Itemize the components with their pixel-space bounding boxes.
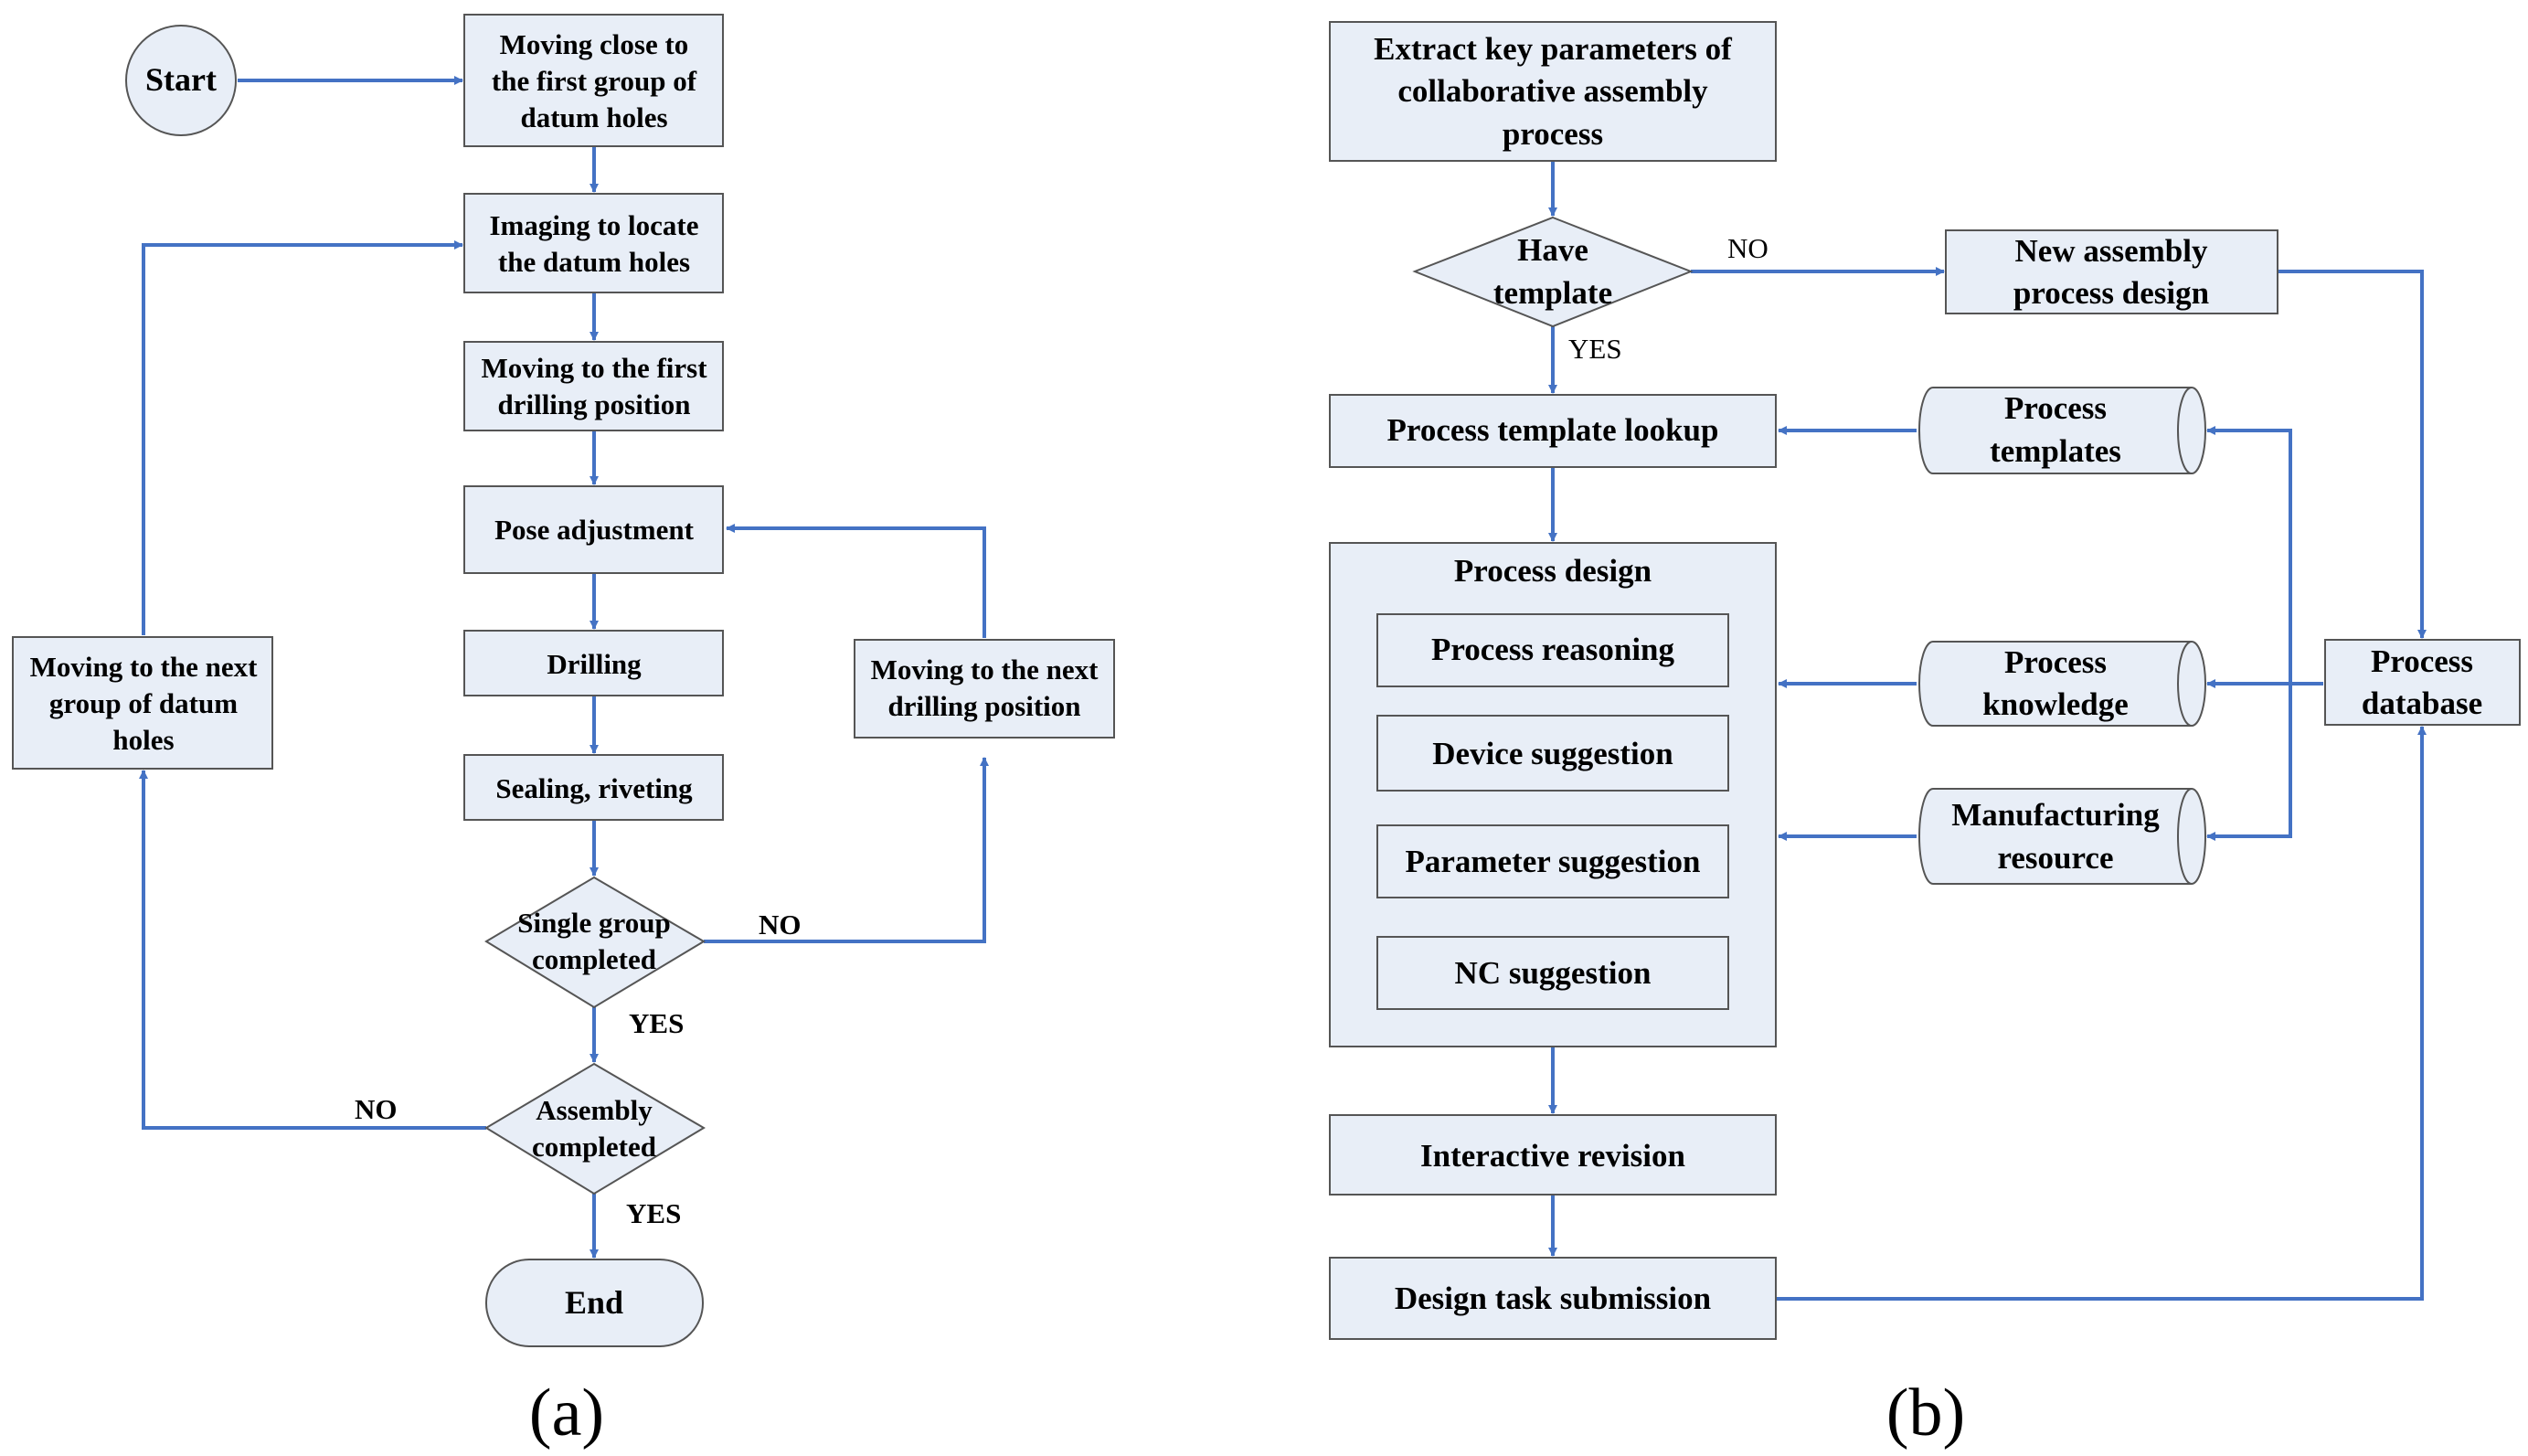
extract-label-1: Extract key parameters of xyxy=(1374,31,1732,67)
imaging-node xyxy=(463,193,724,293)
diagram-a-texts: Start Moving close to the first group of… xyxy=(30,28,1099,1321)
move-first-group-label-3: datum holes xyxy=(520,101,667,133)
end-label: End xyxy=(565,1284,623,1321)
knowledge-storage xyxy=(1918,641,2206,727)
submission-label: Design task submission xyxy=(1395,1281,1711,1316)
device-label: Device suggestion xyxy=(1432,736,1673,771)
move-first-drill-label-2: drilling position xyxy=(497,388,690,420)
caption-a: (a) xyxy=(529,1376,604,1451)
edge-next-group-to-imaging xyxy=(142,240,463,635)
edge-database-to-resource xyxy=(2206,684,2292,841)
have-template-label-2: template xyxy=(1493,275,1612,311)
single-no-label: NO xyxy=(759,909,802,941)
database-label-1: Process xyxy=(2371,643,2473,679)
extract-label-2: collaborative assembly xyxy=(1397,73,1708,109)
single-group-label-1: Single group xyxy=(517,907,670,939)
start-node xyxy=(125,25,237,136)
have-template-yes-label: YES xyxy=(1568,333,1622,365)
parameter-node xyxy=(1376,824,1729,898)
diagram-a: Start Moving close to the first group of… xyxy=(12,14,1115,1451)
move-first-drill-node xyxy=(463,341,724,431)
nc-node xyxy=(1376,936,1729,1010)
revision-node xyxy=(1329,1114,1777,1196)
start-label: Start xyxy=(145,61,217,98)
imaging-label-1: Imaging to locate xyxy=(489,209,698,241)
diagram-b-edge-labels: NO YES xyxy=(1568,232,1769,365)
next-drill-label-1: Moving to the next xyxy=(871,654,1099,685)
process-design-title: Process design xyxy=(1454,553,1652,589)
revision-label: Interactive revision xyxy=(1420,1138,1685,1174)
resource-storage xyxy=(1918,788,2206,885)
next-group-node xyxy=(12,636,273,770)
database-label-2: database xyxy=(2362,685,2482,721)
lookup-node xyxy=(1329,394,1777,468)
next-group-label-1: Moving to the next xyxy=(30,651,259,683)
move-first-drill-label-1: Moving to the first xyxy=(481,352,707,384)
sealing-node xyxy=(463,754,724,821)
move-first-group-label-1: Moving close to xyxy=(500,28,689,60)
assembly-label-1: Assembly xyxy=(536,1094,653,1126)
resource-label-2: resource xyxy=(1998,840,2114,876)
diagram-a-edges xyxy=(139,76,989,1259)
edge-submission-to-database xyxy=(1777,726,2427,1301)
new-design-node xyxy=(1945,229,2278,314)
extract-label-3: process xyxy=(1503,116,1603,152)
drilling-node xyxy=(463,630,724,696)
move-first-group-label-2: the first group of xyxy=(492,65,697,97)
templates-label-1: Process xyxy=(2004,390,2107,426)
lookup-label: Process template lookup xyxy=(1387,412,1719,448)
new-design-label-1: New assembly xyxy=(2015,233,2208,269)
parameter-label: Parameter suggestion xyxy=(1405,844,1700,879)
drilling-label: Drilling xyxy=(547,648,642,680)
nc-label: NC suggestion xyxy=(1455,955,1652,991)
next-drill-node xyxy=(854,639,1115,739)
assembly-label-2: completed xyxy=(532,1131,656,1163)
caption-b: (b) xyxy=(1886,1376,1965,1451)
edge-assembly-no-loop xyxy=(139,770,486,1130)
diagram-a-nodes xyxy=(12,14,1115,1347)
imaging-label-2: the datum holes xyxy=(498,246,690,278)
next-drill-label-2: drilling position xyxy=(887,690,1080,722)
reasoning-node xyxy=(1376,613,1729,687)
extract-node xyxy=(1329,21,1777,162)
edge-single-no-loop xyxy=(704,757,989,943)
new-design-label-2: process design xyxy=(2013,275,2209,311)
have-template-decision xyxy=(1412,216,1694,328)
knowledge-label-2: knowledge xyxy=(1982,686,2128,722)
reasoning-label: Process reasoning xyxy=(1431,632,1675,667)
next-group-label-3: holes xyxy=(112,724,174,756)
edge-database-to-templates xyxy=(2206,426,2292,684)
single-yes-label: YES xyxy=(629,1007,684,1039)
single-group-label-2: completed xyxy=(532,943,656,975)
assembly-decision xyxy=(484,1062,706,1196)
submission-node xyxy=(1329,1257,1777,1340)
templates-storage xyxy=(1918,387,2206,474)
have-template-no-label: NO xyxy=(1727,232,1769,264)
assembly-no-label: NO xyxy=(355,1093,398,1125)
single-group-decision xyxy=(484,876,706,1009)
pose-label: Pose adjustment xyxy=(494,514,695,546)
move-first-group-node xyxy=(463,14,724,147)
database-node xyxy=(2324,639,2521,726)
diagram-b-nodes xyxy=(1329,21,2521,1340)
knowledge-label-1: Process xyxy=(2004,644,2107,680)
have-template-label-1: Have xyxy=(1517,232,1588,268)
resource-label-1: Manufacturing xyxy=(1951,797,2160,833)
assembly-yes-label: YES xyxy=(626,1197,681,1229)
diagram-b-edges xyxy=(1548,161,2427,1301)
device-node xyxy=(1376,715,1729,792)
templates-label-2: templates xyxy=(1990,433,2121,469)
sealing-label: Sealing, riveting xyxy=(495,772,693,804)
edge-next-drill-to-pose xyxy=(726,524,986,638)
diagram-b-texts: Extract key parameters of collaborative … xyxy=(1374,31,2482,1316)
pose-node xyxy=(463,485,724,574)
next-group-label-2: group of datum xyxy=(49,687,238,719)
edge-new-design-to-database xyxy=(2278,270,2427,639)
diagram-b: Extract key parameters of collaborative … xyxy=(1329,21,2521,1451)
end-node xyxy=(485,1259,704,1347)
diagram-a-edge-labels: NO YES NO YES xyxy=(355,909,802,1229)
